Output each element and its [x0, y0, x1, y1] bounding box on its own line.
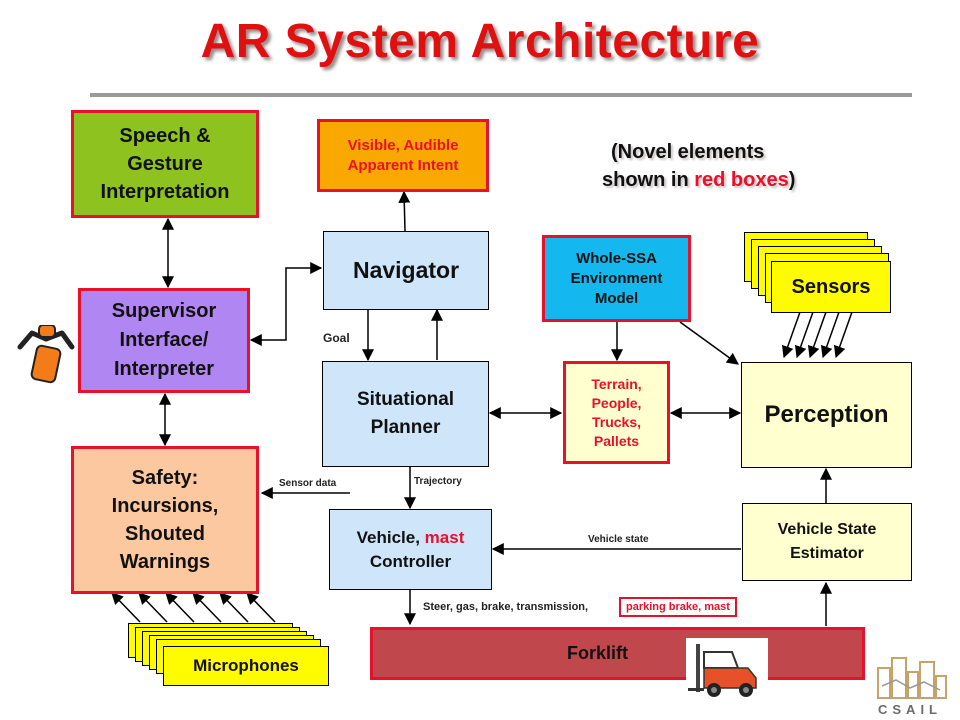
csail-logo-graphic: [877, 657, 947, 699]
terrain-line-1: Terrain,: [591, 375, 642, 392]
sensor-ray-5: [833, 311, 853, 359]
sensors-box: Sensors: [771, 261, 891, 313]
speech-line-2: Gesture: [127, 153, 203, 175]
note-line-2-pre: shown in: [602, 169, 695, 191]
novel-elements-note: (Novel elements shown in red boxes): [575, 138, 875, 194]
vehicle-ctrl-pre: Vehicle,: [356, 527, 425, 547]
goal-label: Goal: [323, 331, 350, 345]
vehicle-state-label: Vehicle state: [588, 534, 649, 545]
sensor-ray-3: [807, 311, 827, 359]
note-line-2-post: ): [788, 169, 796, 191]
perception-box: Perception: [741, 362, 912, 468]
situational-planner-box: Situational Planner: [322, 361, 489, 467]
safety-box: Safety: Incursions, Shouted Warnings: [71, 446, 259, 594]
supervisor-line-2: Interface/: [119, 329, 209, 351]
supervisor-interface-box: Supervisor Interface/ Interpreter: [78, 288, 250, 393]
terrain-box: Terrain, People, Trucks, Pallets: [563, 361, 670, 464]
sensor-ray-1: [781, 311, 801, 359]
ssa-line-1: Whole-SSA: [576, 249, 657, 267]
situational-line-2: Planner: [370, 417, 441, 438]
terrain-line-4: Pallets: [593, 432, 640, 449]
vse-line-2: Estimator: [790, 545, 864, 562]
speech-line-1: Speech &: [119, 125, 211, 147]
supervisor-line-1: Supervisor: [111, 300, 217, 322]
vse-line-1: Vehicle State: [777, 521, 877, 538]
trajectory-label: Trajectory: [414, 476, 462, 487]
csail-logo-text: CSAIL: [878, 702, 942, 717]
safety-line-4: Warnings: [119, 551, 211, 573]
vehicle-state-estimator-box: Vehicle State Estimator: [742, 503, 912, 581]
visible-line-1: Visible, Audible: [347, 136, 459, 154]
parking-brake-label: parking brake, mast: [619, 597, 737, 617]
mic-ray-3: [165, 592, 195, 623]
forklift-image: [686, 638, 768, 702]
situational-line-1: Situational: [356, 389, 455, 410]
vehicle-controller-box: Vehicle, mast Controller: [329, 509, 492, 590]
speech-line-3: Interpretation: [100, 181, 230, 203]
vehicle-ctrl-mast: mast: [424, 527, 465, 547]
safety-line-1: Safety:: [131, 467, 199, 489]
speech-gesture-box: Speech & Gesture Interpretation: [71, 110, 259, 218]
mic-ray-5: [219, 592, 249, 623]
note-line-1: (Novel elements: [611, 141, 765, 163]
sensor-ray-2: [794, 311, 814, 359]
note-red-boxes: red boxes: [694, 169, 789, 191]
terrain-line-3: Trucks,: [591, 413, 642, 430]
mic-ray-2: [138, 592, 168, 623]
mic-ray-1: [111, 592, 141, 623]
forklift-box: Forklift: [370, 627, 865, 680]
vehicle-ctrl-line-1: Vehicle, mast: [357, 526, 465, 550]
supervisor-navigator-link: [249, 262, 323, 346]
sensor-data-label: Sensor data: [279, 478, 337, 489]
note-line-2: shown in red boxes): [575, 166, 875, 194]
operator-icon: [17, 325, 75, 384]
forklift-label: Forklift: [567, 643, 628, 663]
visible-intent-box: Visible, Audible Apparent Intent: [317, 119, 489, 192]
ssa-line-3: Model: [594, 289, 639, 307]
vehicle-ctrl-line-2: Controller: [369, 551, 452, 571]
steer-label: Steer, gas, brake, transmission,: [423, 601, 589, 613]
ssa-perception-arrow: [679, 321, 739, 365]
sensor-ray-4: [820, 311, 840, 359]
title-divider: [90, 93, 912, 97]
mic-ray-4: [192, 592, 222, 623]
microphones-box: Microphones: [163, 646, 329, 686]
whole-ssa-box: Whole-SSA Environment Model: [542, 235, 691, 322]
diagram-title: AR System Architecture: [200, 15, 760, 68]
safety-line-2: Incursions,: [111, 495, 219, 517]
mic-ray-6: [246, 592, 276, 623]
navigator-box: Navigator: [323, 231, 489, 310]
visible-line-2: Apparent Intent: [347, 156, 459, 174]
terrain-line-2: People,: [591, 394, 642, 411]
navigator-visible-link: [398, 190, 411, 232]
ssa-line-2: Environment: [570, 269, 663, 287]
supervisor-line-3: Interpreter: [113, 358, 214, 380]
safety-line-3: Shouted: [124, 523, 205, 545]
